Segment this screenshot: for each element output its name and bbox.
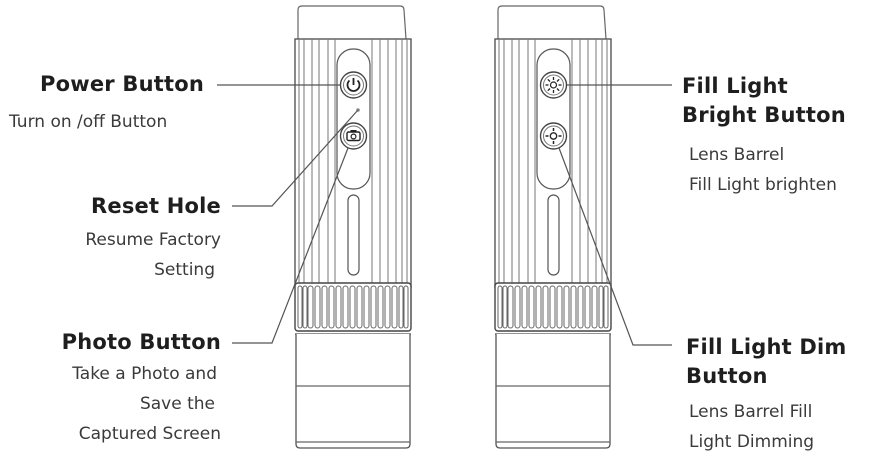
power-callout: Power Button: [0, 70, 204, 99]
reset-callout: Reset Hole Resume Factory Setting: [0, 192, 221, 285]
bright-title-line-1: Fill Light: [682, 74, 788, 98]
dim-title-line-1: Fill Light Dim: [686, 335, 847, 359]
dim-leader-line: [558, 147, 672, 346]
reset-desc-line-1: Resume Factory: [85, 230, 221, 250]
power-desc: Turn on /off Button: [9, 112, 168, 132]
photo-title: Photo Button: [61, 330, 221, 354]
photo-leader-line: [232, 147, 349, 344]
bright-desc-line-1: Lens Barrel: [689, 145, 785, 165]
bright-callout: Fill Light Bright Button Lens Barrel Fil…: [682, 72, 877, 200]
right-device: [494, 5, 612, 449]
reset-title: Reset Hole: [91, 194, 221, 218]
sun-bright-icon: [539, 71, 568, 99]
photo-desc-line-1: Take a Photo and: [72, 364, 217, 384]
reset-desc-line-2: Setting: [154, 260, 215, 280]
dim-title-line-2: Button: [686, 364, 768, 388]
dim-callout: Fill Light Dim Button Lens Barrel Fill L…: [686, 333, 877, 457]
dim-desc-line-2: Light Dimming: [689, 432, 815, 452]
photo-desc-line-3: Captured Screen: [78, 424, 221, 444]
power-icon: [339, 71, 368, 99]
sun-dim-icon: [539, 122, 568, 150]
photo-callout: Photo Button Take a Photo and Save the C…: [0, 328, 221, 449]
bright-title-line-2: Bright Button: [682, 103, 846, 127]
power-title: Power Button: [40, 72, 204, 96]
left-device: [294, 5, 412, 449]
reset-leader-line: [232, 109, 359, 207]
power-desc-block: Turn on /off Button: [9, 107, 167, 137]
camera-icon: [339, 122, 368, 150]
dim-desc-line-1: Lens Barrel Fill: [689, 402, 813, 422]
photo-desc-line-2: Save the: [139, 394, 215, 414]
bright-desc-line-2: Fill Light brighten: [689, 175, 837, 195]
